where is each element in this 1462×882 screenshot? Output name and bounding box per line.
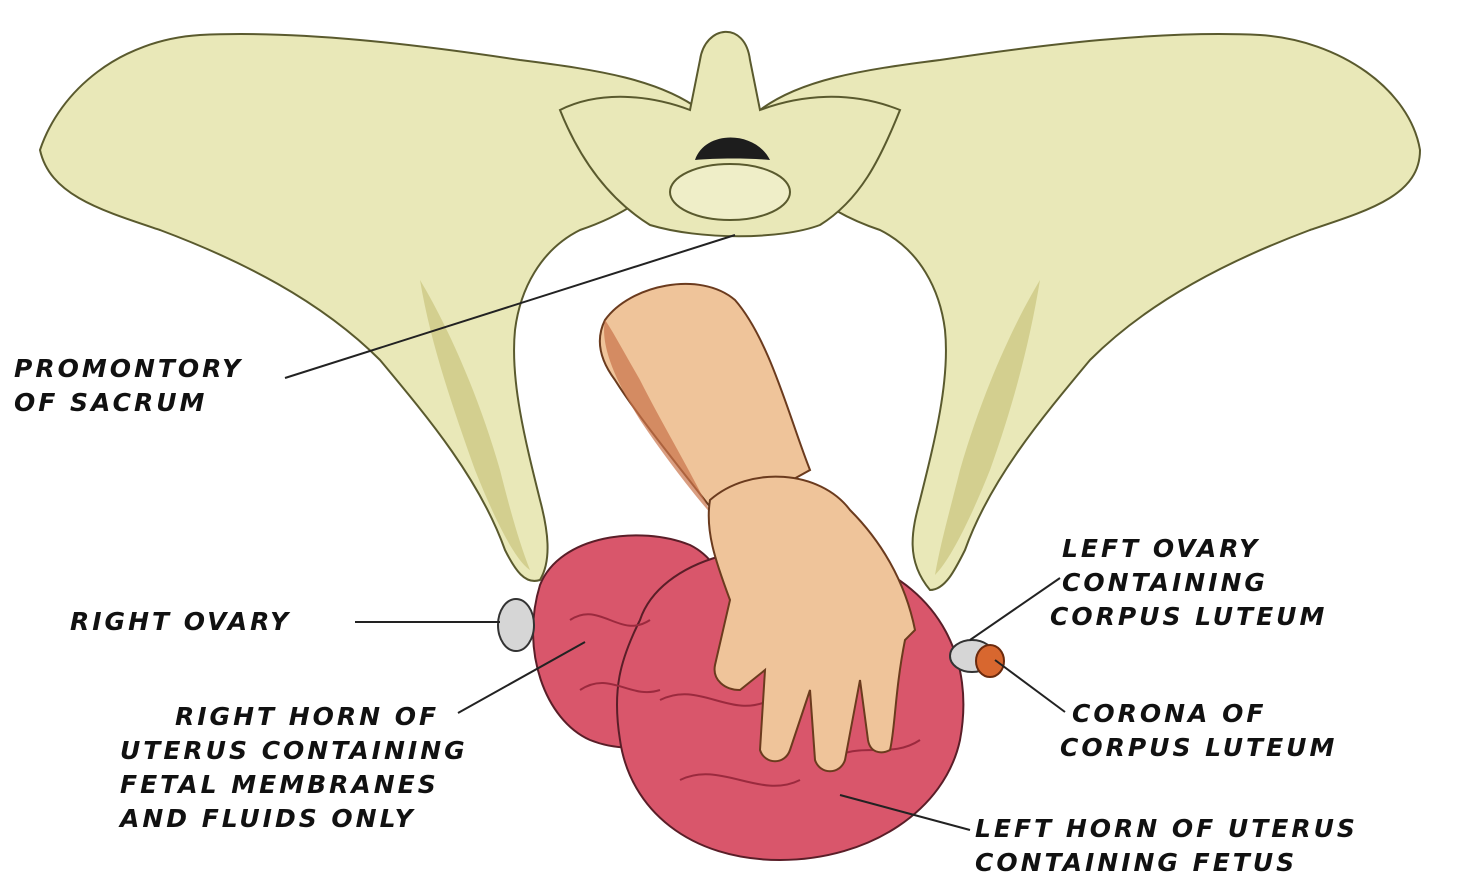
promontory-vertebra <box>670 164 790 220</box>
label-line: LEFT OVARY <box>1050 532 1327 566</box>
label-promontory-of-sacrum: PROMONTORY OF SACRUM <box>14 352 243 420</box>
label-line: CORPUS LUTEUM <box>1050 600 1327 634</box>
corona-corpus-luteum <box>976 645 1004 677</box>
label-line: CONTAINING <box>1050 566 1327 600</box>
label-line: RIGHT HORN OF <box>120 700 468 734</box>
label-line: RIGHT OVARY <box>70 605 291 639</box>
label-line: OF SACRUM <box>14 386 243 420</box>
right-ovary <box>498 599 534 651</box>
label-right-horn: RIGHT HORN OF UTERUS CONTAINING FETAL ME… <box>120 700 468 836</box>
label-line: PROMONTORY <box>14 352 243 386</box>
label-left-horn: LEFT HORN OF UTERUS CONTAINING FETUS <box>975 812 1358 880</box>
label-line: CORONA OF <box>1060 697 1337 731</box>
label-line: UTERUS CONTAINING <box>120 734 468 768</box>
left-ovary-leader <box>970 578 1060 640</box>
label-line: CORPUS LUTEUM <box>1060 731 1337 765</box>
label-line: LEFT HORN OF UTERUS <box>975 812 1358 846</box>
label-line: CONTAINING FETUS <box>975 846 1358 880</box>
label-right-ovary: RIGHT OVARY <box>70 605 291 639</box>
corona-leader <box>995 660 1065 712</box>
label-line: AND FLUIDS ONLY <box>120 802 468 836</box>
label-left-ovary: LEFT OVARY CONTAINING CORPUS LUTEUM <box>1050 532 1327 634</box>
label-line: FETAL MEMBRANES <box>120 768 468 802</box>
label-corona-of-corpus-luteum: CORONA OF CORPUS LUTEUM <box>1060 697 1337 765</box>
